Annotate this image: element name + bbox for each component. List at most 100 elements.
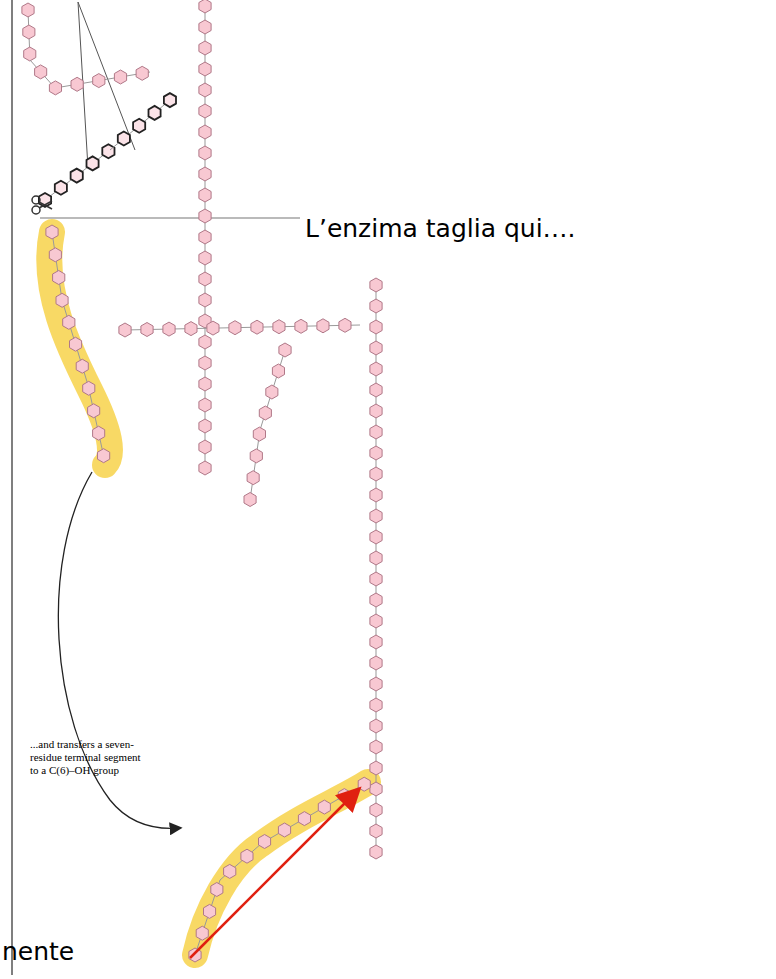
glucose-ring — [370, 320, 382, 334]
glucose-ring — [370, 740, 382, 754]
glucose-ring — [204, 904, 216, 918]
glucose-ring — [199, 440, 211, 454]
glucose-ring — [199, 272, 211, 286]
glucose-ring — [318, 800, 330, 814]
highlight-band — [49, 232, 110, 465]
glucose-ring — [370, 488, 382, 502]
glucose-ring — [199, 83, 211, 97]
annotation: nente — [2, 937, 74, 966]
annotation: L’enzima taglia qui…. — [305, 214, 576, 243]
glucose-ring — [370, 341, 382, 355]
glucose-ring — [83, 381, 95, 395]
glucose-ring — [102, 144, 114, 158]
glucose-ring — [35, 65, 47, 79]
glucose-ring — [88, 404, 100, 418]
glucose-ring — [70, 337, 82, 351]
cut-line — [40, 217, 300, 218]
glucose-ring — [199, 230, 211, 244]
glucose-ring — [241, 849, 253, 863]
glucose-ring — [370, 635, 382, 649]
glucose-ring — [370, 446, 382, 460]
glucose-ring — [199, 356, 211, 370]
glucose-ring — [199, 104, 211, 118]
glucose-ring — [199, 209, 211, 223]
scissors-icon — [32, 196, 52, 214]
glucose-ring — [76, 359, 88, 373]
glucose-ring — [370, 845, 382, 859]
leader-arrow — [190, 790, 358, 958]
glycosidic-bond — [45, 150, 110, 200]
glucose-ring — [247, 471, 259, 485]
glucose-ring — [370, 509, 382, 523]
glucose-ring — [63, 315, 75, 329]
glucose-ring — [339, 318, 351, 332]
highlight-band — [195, 782, 368, 955]
glucose-ring — [49, 248, 61, 262]
glucose-ring — [253, 427, 265, 441]
glucose-ring — [199, 146, 211, 160]
glucose-ring — [199, 398, 211, 412]
glucose-ring — [199, 125, 211, 139]
glucose-ring — [266, 385, 278, 399]
glucose-ring — [185, 322, 197, 336]
glucose-ring — [199, 20, 211, 34]
glucose-ring — [278, 823, 290, 837]
pointer-line — [78, 2, 135, 150]
glucose-ring — [370, 299, 382, 313]
glucose-ring — [370, 677, 382, 691]
glucose-ring — [295, 319, 307, 333]
glucose-ring — [370, 467, 382, 481]
border-line — [11, 0, 13, 975]
glucose-ring — [199, 377, 211, 391]
glucose-ring — [98, 449, 110, 463]
glucose-ring — [370, 530, 382, 544]
glucose-ring — [370, 593, 382, 607]
glycosidic-bond — [62, 300, 88, 385]
glucose-ring — [199, 41, 211, 55]
glycosidic-bond — [110, 100, 170, 150]
glucose-ring — [370, 278, 382, 292]
glucose-ring — [199, 188, 211, 202]
glucose-ring — [370, 719, 382, 733]
glucose-ring — [370, 698, 382, 712]
glucose-ring — [317, 319, 329, 333]
glucose-ring — [149, 106, 161, 120]
glucose-ring — [93, 74, 105, 88]
glucose-ring — [196, 926, 208, 940]
glucose-ring — [164, 93, 176, 107]
glucose-ring — [163, 322, 175, 336]
glucose-ring — [370, 425, 382, 439]
glucose-ring — [24, 47, 36, 61]
glucose-ring — [370, 383, 382, 397]
glucose-ring — [259, 835, 271, 849]
glucose-ring — [199, 167, 211, 181]
glucose-ring — [199, 293, 211, 307]
glucose-ring — [244, 493, 256, 507]
glucose-ring — [358, 777, 370, 791]
glucose-ring — [370, 404, 382, 418]
glucose-ring — [370, 551, 382, 565]
glucose-ring — [229, 321, 241, 335]
glucose-ring — [141, 323, 153, 337]
glucose-ring — [71, 169, 83, 183]
glucose-ring — [199, 461, 211, 475]
glucose-ring — [22, 3, 34, 17]
glycosidic-bond — [52, 232, 62, 300]
glucose-ring — [53, 271, 65, 285]
glucose-ring — [224, 864, 236, 878]
glucose-ring — [199, 251, 211, 265]
glucose-ring — [118, 132, 130, 146]
glucose-ring — [370, 362, 382, 376]
glucose-ring — [199, 419, 211, 433]
glucose-ring — [119, 323, 131, 337]
glucose-ring — [87, 156, 99, 170]
glucose-ring — [49, 81, 61, 95]
glucose-ring — [298, 812, 310, 826]
glucose-ring — [370, 803, 382, 817]
glucose-ring — [370, 656, 382, 670]
glucose-ring — [55, 181, 67, 195]
glucose-ring — [23, 25, 35, 39]
glucose-ring — [370, 782, 382, 796]
caption-note: ...and transfers a seven-residue termina… — [30, 738, 150, 777]
